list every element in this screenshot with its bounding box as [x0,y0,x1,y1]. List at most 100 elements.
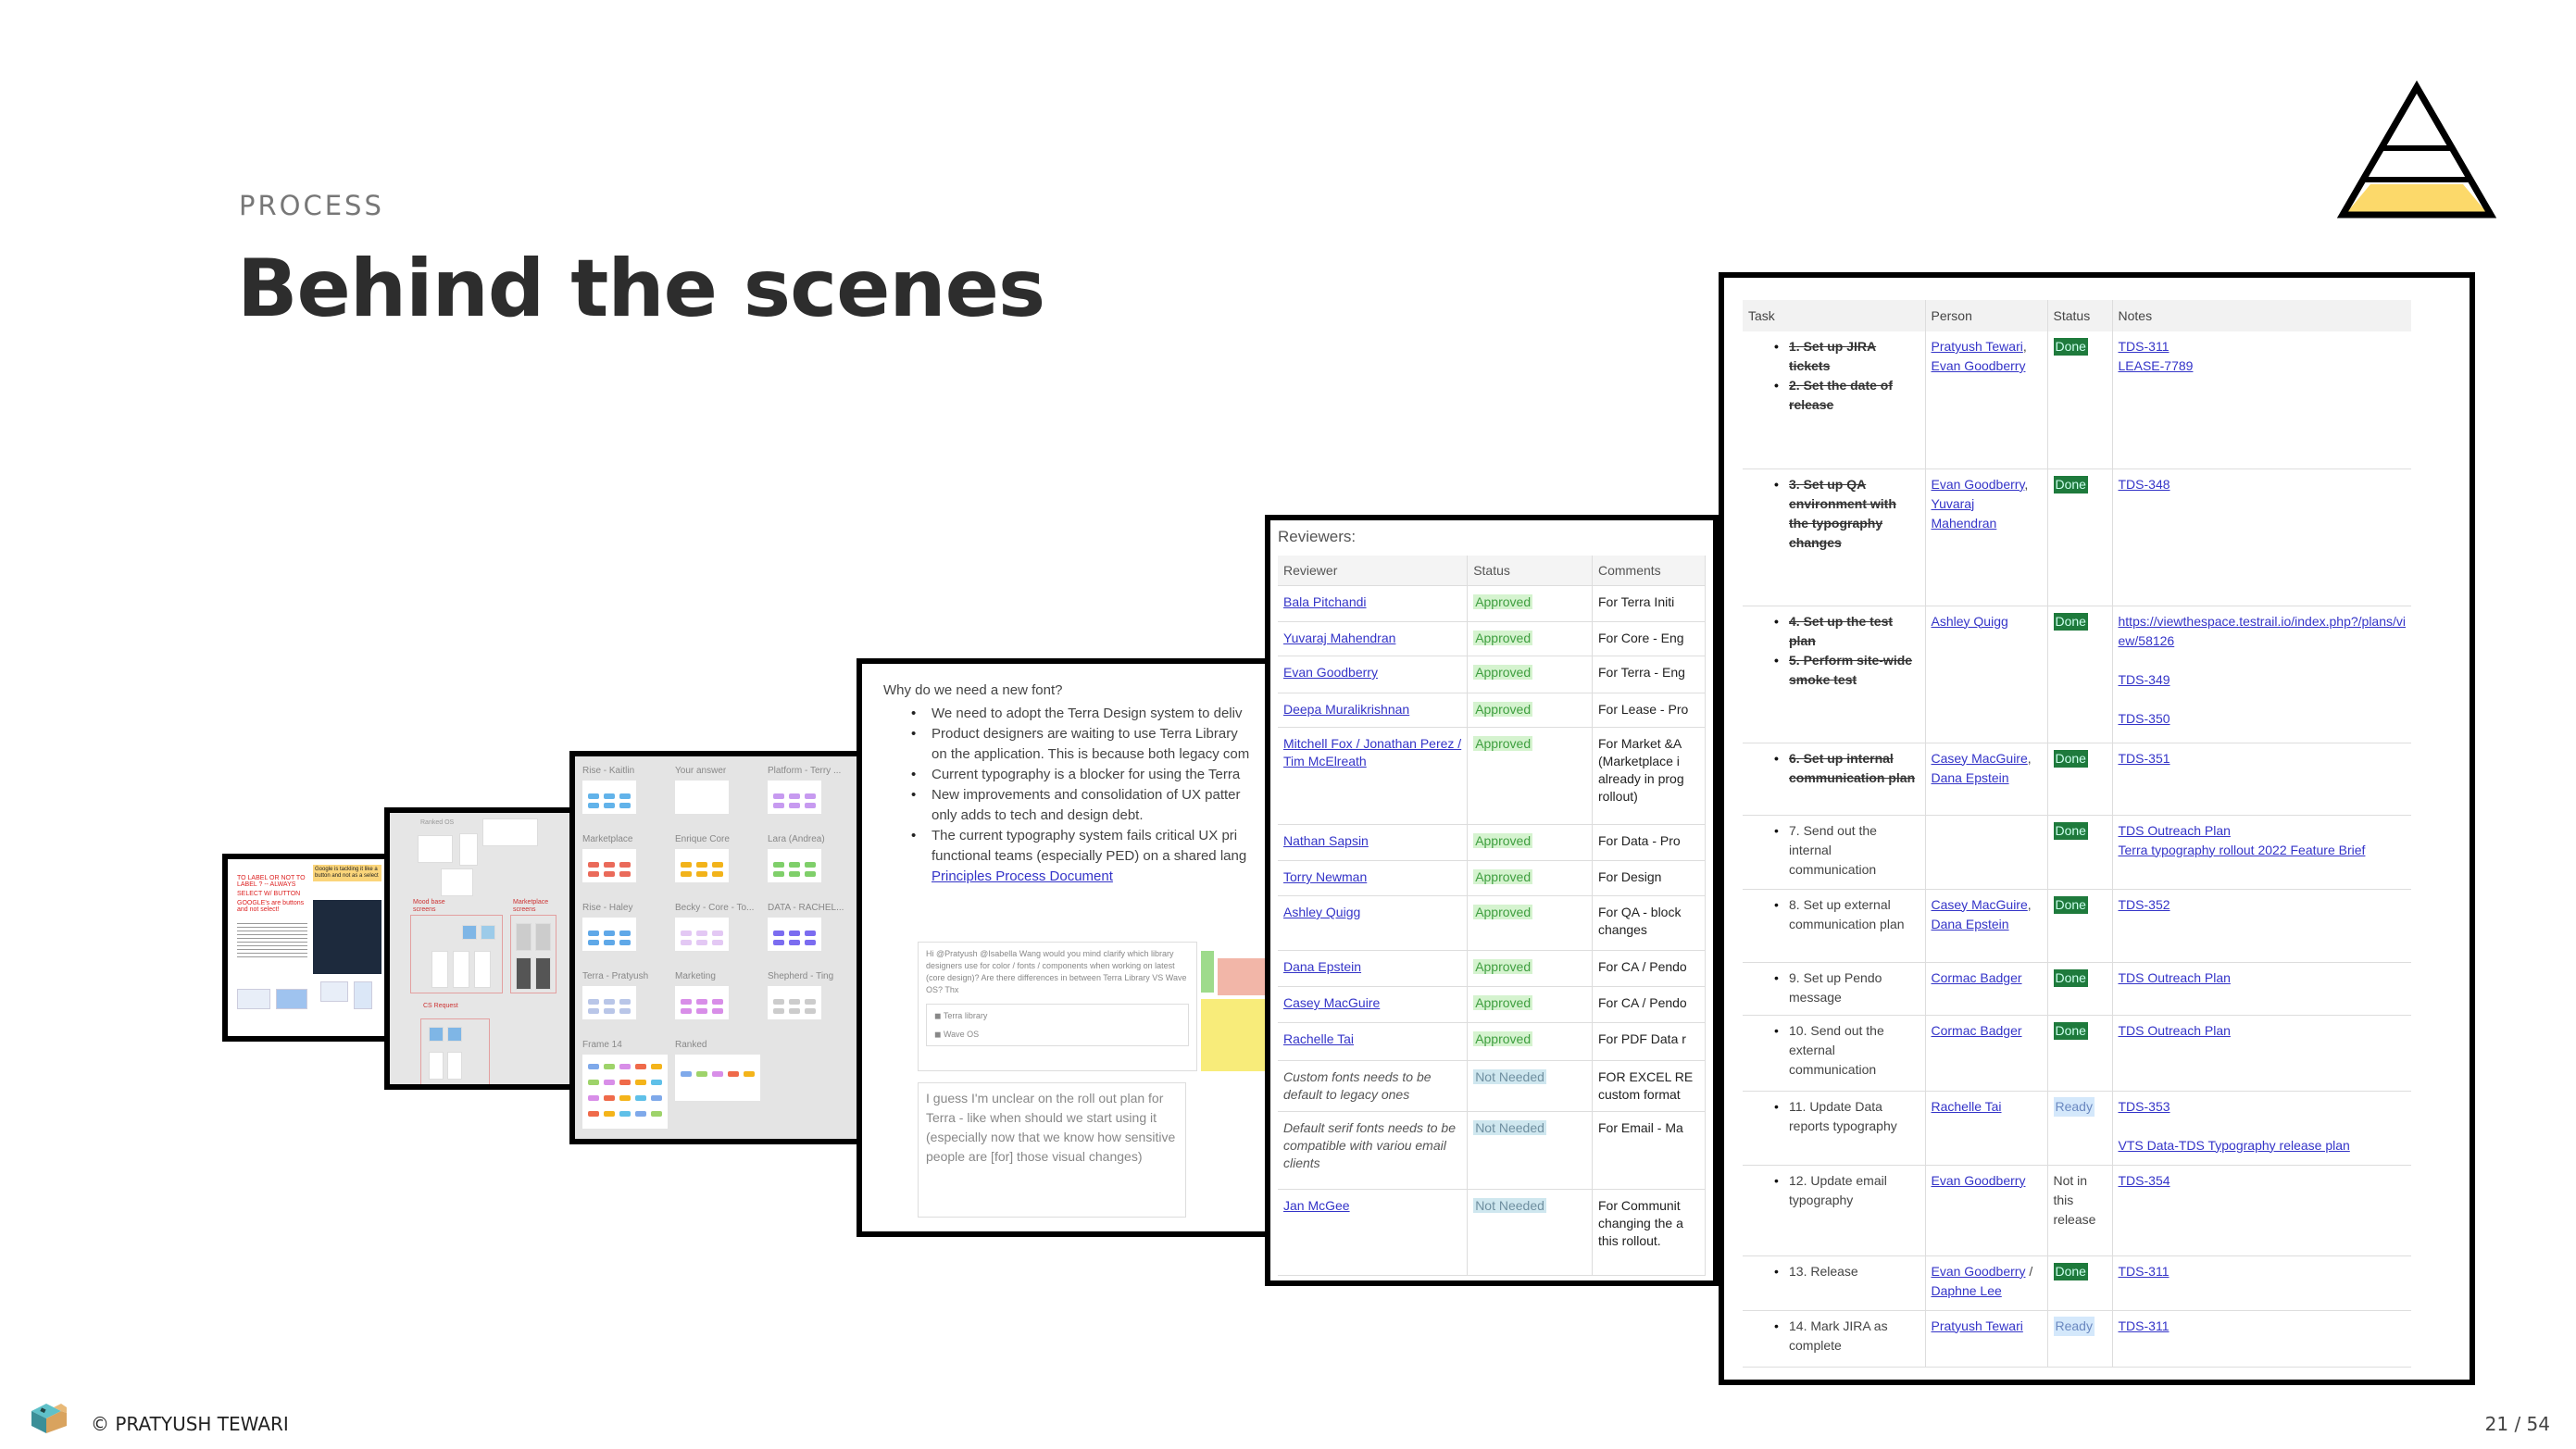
principles-doc-link[interactable]: Principles Process Document [932,868,1113,884]
note-link[interactable]: TDS Outreach Plan [2118,969,2231,985]
task-cell: 12. Update email typography [1743,1165,1926,1256]
sticky-chip [651,1064,662,1069]
note-link[interactable]: TDS-311 [2118,1263,2170,1279]
person-link[interactable]: Daphne Lee [1931,1282,2002,1298]
reviewer-link[interactable]: Mitchell Fox / Jonathan Perez / Tim McEl… [1283,736,1462,768]
person-link[interactable]: Dana Epstein [1931,769,2009,785]
sticky-chip [588,1064,599,1069]
comment-cell: For Lease - Pro [1592,693,1706,728]
notes-cell: TDS Outreach Plan [2112,1015,2411,1092]
doc-line: GOOGLE's are buttons and not select! [237,900,305,913]
toggle-item[interactable]: ◼ Terra library [934,1011,988,1020]
column-header: Status [1467,556,1593,586]
comment-cell: For QA - block changes [1592,895,1706,951]
status-badge: Ready [2053,1096,2095,1117]
person-link[interactable]: Casey MacGuire [1931,750,2028,766]
note-link[interactable]: TDS-351 [2118,750,2170,766]
note-link[interactable]: VTS Data-TDS Typography release plan [2118,1137,2350,1153]
isometric-logo-icon [31,1404,67,1433]
note-link[interactable]: TDS Outreach Plan [2118,1022,2231,1038]
note-link[interactable]: TDS-350 [2118,710,2170,726]
sticky-chip [773,862,784,868]
person-link[interactable]: Rachelle Tai [1931,1098,2002,1114]
person-link[interactable]: Evan Goodberry [1931,476,2025,492]
reviewer-link[interactable]: Deepa Muralikrishnan [1283,702,1410,717]
person-link[interactable]: Cormac Badger [1931,969,2022,985]
status-cell: Approved [1467,585,1593,622]
sticky-chip [773,793,784,799]
note-link[interactable]: TDS-348 [2118,476,2170,492]
screenshot-label-doc: TO LABEL OR NOT TO LABEL ? -- ALWAYS SEL… [222,854,463,1042]
person-cell [1925,815,2048,890]
task-item: 12. Update email typography [1774,1171,1919,1210]
status-badge: Approved [1473,665,1533,680]
person-link[interactable]: Ashley Quigg [1931,613,2008,629]
status-cell: Ready [2047,1091,2113,1166]
person-link[interactable]: Evan Goodberry [1931,1263,2026,1279]
task-cell: 11. Update Data reports typography [1743,1091,1926,1166]
person-link[interactable]: Evan Goodberry [1931,1172,2026,1188]
person-link[interactable]: Yuvaraj Mahendran [1931,495,1997,531]
note-line: TDS Outreach Plan [2119,1021,2407,1041]
task-cell: 14. Mark JIRA as complete [1743,1310,1926,1368]
person-cell: Rachelle Tai [1925,1091,2048,1166]
note-link[interactable]: LEASE-7789 [2118,358,2194,373]
sticky-chip [604,1064,615,1069]
doc-bullet: New improvements and consolidation of UX… [911,785,1252,826]
frame-group: Marketplace screens [510,899,556,993]
note-link[interactable]: TDS-352 [2118,896,2170,912]
comment-cell: For Design [1592,860,1706,896]
status-badge: Approved [1473,833,1533,848]
note-link[interactable]: Terra typography rollout 2022 Feature Br… [2118,842,2366,857]
reviewer-link[interactable]: Casey MacGuire [1283,995,1381,1010]
note-line: TDS-348 [2119,475,2407,494]
reviewer-link[interactable]: Ashley Quigg [1283,905,1361,919]
note-line: TDS-351 [2119,749,2407,768]
reviewer-link[interactable]: Bala Pitchandi [1283,594,1367,609]
sticky-chip [805,931,816,936]
note-line: TDS-352 [2119,895,2407,915]
status-cell: Approved [1467,1022,1593,1061]
person-link[interactable]: Evan Goodberry [1931,358,2026,373]
thumbnail [276,989,307,1009]
board-section-label: Lara (Andrea) [768,834,825,844]
reviewer-link[interactable]: Dana Epstein [1283,959,1362,974]
note-link[interactable]: https://viewthespace.testrail.io/index.p… [2118,613,2407,648]
note-link[interactable]: TDS-311 [2118,1318,2170,1333]
sticky-chip [789,999,800,1005]
sticky-chip [681,1071,692,1077]
comment-cell: For CA / Pendo [1592,950,1706,987]
note-link[interactable]: TDS Outreach Plan [2118,822,2231,838]
reviewer-link[interactable]: Nathan Sapsin [1283,833,1369,848]
yellow-note: Google is tackling it like a button and … [313,865,381,881]
sticky-chip [604,803,615,808]
reviewer-link[interactable]: Torry Newman [1283,869,1368,884]
note-link[interactable]: TDS-311 [2118,339,2170,354]
note-link[interactable]: TDS-354 [2118,1172,2170,1188]
task-cell: 7. Send out the internal communication [1743,815,1926,890]
column-header: Notes [2112,300,2411,331]
toggle-item[interactable]: ◼ Wave OS [934,1030,980,1039]
person-link[interactable]: Dana Epstein [1931,916,2009,931]
reviewer-link[interactable]: Yuvaraj Mahendran [1283,631,1396,645]
frame-group: Mood base screens [410,899,503,993]
note-link[interactable]: TDS-349 [2118,671,2170,687]
person-link[interactable]: Pratyush Tewari [1931,339,2023,354]
board-section-label: Marketplace [582,834,633,844]
person-link[interactable]: Cormac Badger [1931,1022,2022,1038]
reviewer-link[interactable]: Rachelle Tai [1283,1031,1355,1046]
sticky-chip [773,1008,784,1014]
sticky-chip [588,1080,599,1085]
sticky-chip [604,940,615,945]
person-link[interactable]: Casey MacGuire [1931,896,2028,912]
reviewer-link[interactable]: Evan Goodberry [1283,665,1378,680]
frame [582,849,636,882]
person-link[interactable]: Pratyush Tewari [1931,1318,2023,1333]
status-cell: Not Needed [1467,1111,1593,1190]
reviewer-link[interactable]: Jan McGee [1283,1198,1350,1213]
note-link[interactable]: TDS-353 [2118,1098,2170,1114]
frame [582,986,636,1019]
notes-cell: https://viewthespace.testrail.io/index.p… [2112,606,2411,743]
